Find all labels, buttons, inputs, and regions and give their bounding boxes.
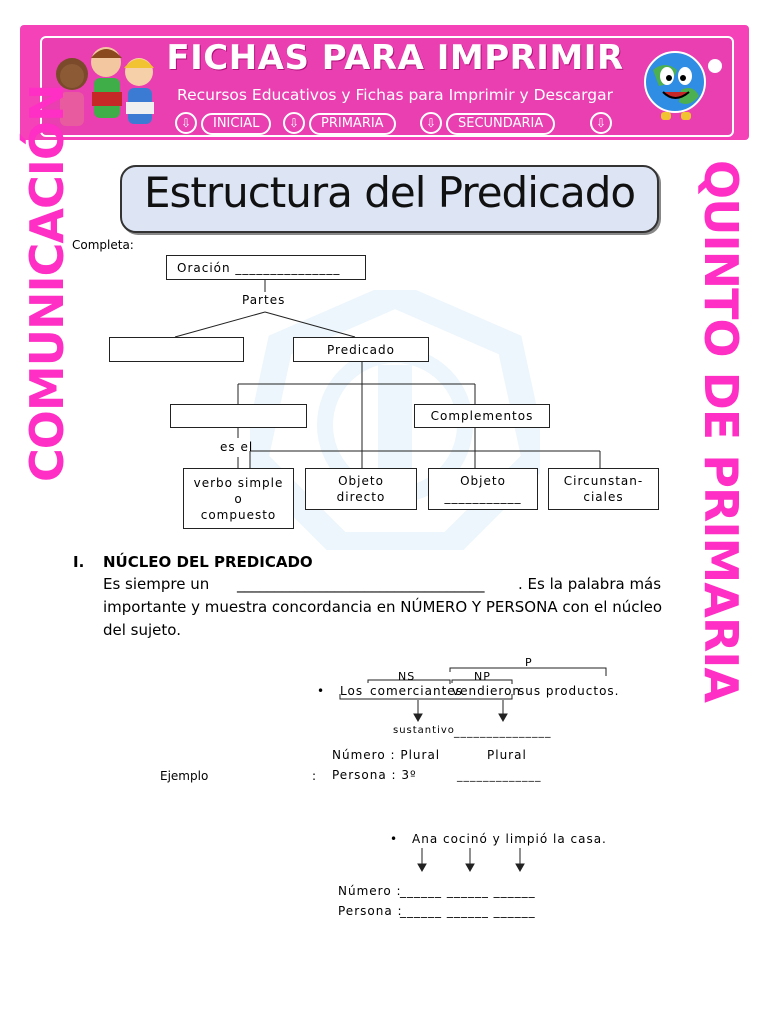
persona-blanks[interactable]: ______ ______ ______ bbox=[400, 904, 536, 918]
numero-row: Número : Plural bbox=[332, 748, 441, 762]
verbo-line-1: verbo simple bbox=[193, 475, 284, 490]
word-rest: sus productos. bbox=[518, 684, 620, 698]
banner-subtitle: Recursos Educativos y Fichas para Imprim… bbox=[177, 86, 613, 104]
level-secundaria-link[interactable]: ⇩SECUNDARIA bbox=[420, 112, 556, 135]
persona-label-2: Persona : bbox=[338, 904, 403, 918]
sujeto-blank-box[interactable] bbox=[109, 337, 244, 362]
objeto-directo-box: Objeto directo bbox=[305, 468, 417, 510]
numero-value-2: Plural bbox=[487, 748, 527, 762]
persona-row: Persona : 3º bbox=[332, 768, 417, 782]
download-icon: ⇩ bbox=[590, 112, 612, 134]
ejemplo-colon: : bbox=[312, 769, 317, 783]
circunstanciales-line-2: ciales bbox=[583, 490, 624, 504]
globe-mascot-icon bbox=[644, 51, 722, 120]
blank-2[interactable]: _____________ bbox=[457, 769, 542, 782]
section-line-1b: . Es la palabra más bbox=[518, 575, 662, 593]
word-vendieron: vendieron bbox=[452, 684, 522, 698]
blank-1[interactable]: _______________ bbox=[454, 725, 552, 738]
banner-title: FICHAS PARA IMPRIMIR bbox=[166, 38, 624, 78]
level-primaria-link[interactable]: ⇩PRIMARIA bbox=[283, 112, 396, 135]
section-number: I. bbox=[73, 553, 85, 571]
objeto-directo-line-2: directo bbox=[336, 490, 386, 504]
verbo-line-3: compuesto bbox=[200, 507, 277, 522]
predicado-box: Predicado bbox=[293, 337, 429, 362]
np-label: NP bbox=[474, 670, 491, 683]
verbo-line-2: o bbox=[234, 491, 243, 506]
ns-label: NS bbox=[398, 670, 416, 683]
partes-label: Partes bbox=[242, 293, 286, 307]
download-icon: ⇩ bbox=[420, 112, 442, 134]
oracion-box: Oración _______________ bbox=[166, 255, 366, 280]
objeto-directo-line-1: Objeto bbox=[338, 474, 384, 488]
word-los: Los bbox=[340, 684, 364, 698]
es-el-label: es el bbox=[220, 440, 254, 454]
word-comerciantes: comerciantes bbox=[370, 684, 463, 698]
circunstanciales-line-1: Circunstan- bbox=[563, 474, 644, 488]
section-line-3: del sujeto. bbox=[103, 621, 181, 639]
level-inicial-link[interactable]: ⇩INICIAL bbox=[175, 112, 272, 135]
verbo-box: verbo simple o compuesto bbox=[183, 468, 294, 529]
section-line-1a: Es siempre un bbox=[103, 575, 210, 593]
bullet: • bbox=[317, 684, 326, 698]
instruction-text: Completa: bbox=[72, 238, 134, 252]
section-line-2: importante y muestra concordancia en NÚM… bbox=[103, 598, 663, 616]
sustantivo-label: sustantivo bbox=[393, 725, 455, 736]
objeto-blank: ___________ bbox=[444, 490, 522, 504]
complementos-box: Complementos bbox=[414, 404, 550, 428]
numero-blanks[interactable]: ______ ______ ______ bbox=[400, 884, 536, 898]
ejemplo-label: Ejemplo bbox=[160, 769, 209, 783]
download-icon: ⇩ bbox=[283, 112, 305, 134]
sentence-2: Ana cocinó y limpió la casa. bbox=[412, 832, 607, 846]
objeto-line-1: Objeto bbox=[460, 474, 506, 488]
section-blank[interactable]: _________________________________ bbox=[237, 575, 485, 593]
p-label: P bbox=[525, 656, 533, 669]
numero-label-2: Número : bbox=[338, 884, 402, 898]
title-box bbox=[120, 165, 659, 233]
nucleo-blank-box[interactable] bbox=[170, 404, 307, 428]
bullet-2: • bbox=[390, 832, 399, 846]
kids-illustration bbox=[56, 47, 154, 126]
page-title: Estructura del Predicado bbox=[143, 168, 636, 217]
download-icon: ⇩ bbox=[175, 112, 197, 134]
section-heading: NÚCLEO DEL PREDICADO bbox=[103, 553, 313, 571]
circunstanciales-box: Circunstan- ciales bbox=[548, 468, 659, 510]
objeto-blank-box[interactable]: Objeto ___________ bbox=[428, 468, 538, 510]
